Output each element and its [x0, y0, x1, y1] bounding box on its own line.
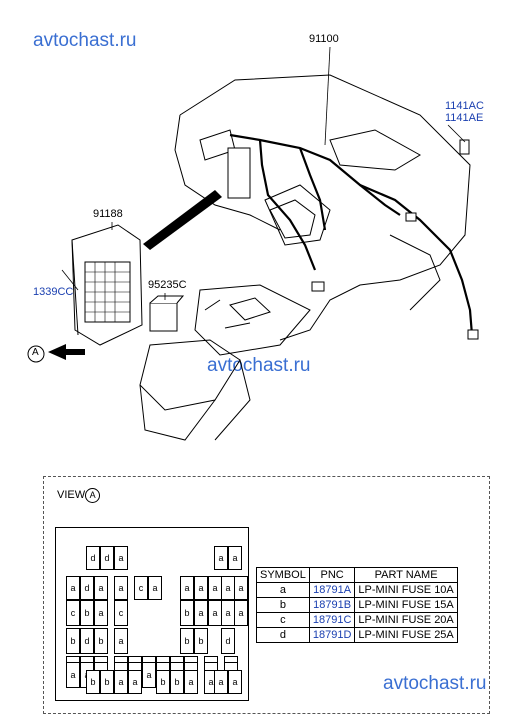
header-part-name: PART NAME [354, 567, 458, 583]
fuse-slot: a [214, 546, 228, 570]
main-harness-label: 91100 [309, 33, 339, 45]
fuse-slot: a [94, 576, 108, 600]
fuse-slot: a [228, 670, 242, 694]
fuse-slot: c [134, 576, 148, 600]
cell-pnc[interactable]: 18791B [308, 597, 356, 613]
view-marker-circle: A [85, 488, 101, 503]
junction-box-label: 91188 [93, 208, 123, 220]
header-pnc: PNC [308, 567, 356, 583]
fuse-slot: d [80, 628, 94, 654]
fuse-slot: a [221, 576, 235, 600]
cell-part-name: LP-MINI FUSE 15A [354, 597, 458, 613]
fuse-slot: a [114, 628, 128, 654]
fuse-slot: b [194, 628, 208, 654]
dashboard-harness-drawing [27, 46, 479, 441]
fuse-slot: b [156, 670, 170, 694]
fuse-slot: a [66, 662, 80, 688]
fuse-slot: b [80, 600, 94, 626]
cell-pnc[interactable]: 18791D [308, 627, 356, 643]
view-frame [43, 476, 490, 714]
fuse-slot: d [80, 576, 94, 600]
fuse-slot: a [208, 600, 222, 626]
fuse-slot: a [66, 576, 80, 600]
cell-symbol: c [256, 612, 310, 628]
table-row: b 18791B LP-MINI FUSE 15A [256, 597, 458, 613]
header-symbol: SYMBOL [256, 567, 310, 583]
fuse-slot: a [214, 670, 228, 694]
fuse-slot: a [148, 576, 162, 600]
fuse-slot: a [180, 576, 194, 600]
table-row: d 18791D LP-MINI FUSE 25A [256, 627, 458, 643]
fuse-slot: a [234, 576, 248, 600]
bolt-label-2: 1141AE [445, 112, 484, 124]
cell-part-name: LP-MINI FUSE 25A [354, 627, 458, 643]
fuse-slot: a [208, 576, 222, 600]
fuse-slot: a [194, 600, 208, 626]
fuse-slot: a [114, 670, 128, 694]
fuse-slot: b [180, 628, 194, 654]
view-title-text: VIEW [57, 489, 86, 501]
fuse-slot: d [86, 546, 100, 570]
view-marker-label: A [32, 347, 39, 358]
watermark: avtochast.ru [383, 673, 487, 694]
table-row: a 18791A LP-MINI FUSE 10A [256, 582, 458, 598]
fuse-slot: d [100, 546, 114, 570]
fuse-slot: b [180, 600, 194, 626]
fuse-box-layout: ddaaaadaacaaaaaacbacbaaaabdbabbdaaabaaaa… [55, 527, 249, 701]
watermark: avtochast.ru [33, 30, 137, 51]
fuse-slot: a [194, 576, 208, 600]
fuse-slot: b [94, 628, 108, 654]
cell-symbol: d [256, 627, 310, 643]
cell-symbol: a [256, 582, 310, 598]
table-header-row: SYMBOL PNC PART NAME [256, 567, 458, 583]
cell-pnc[interactable]: 18791A [308, 582, 356, 598]
fuse-slot: c [114, 600, 128, 626]
fuse-slot: a [184, 670, 198, 694]
cell-part-name: LP-MINI FUSE 20A [354, 612, 458, 628]
bolt-label-1: 1141AC [445, 100, 484, 112]
fuse-slot: a [94, 600, 108, 626]
fuse-slot: a [221, 600, 235, 626]
fuse-parts-table: SYMBOL PNC PART NAME a 18791A LP-MINI FU… [256, 567, 458, 643]
clip-label: 1339CC [33, 286, 74, 298]
fuse-slot: b [170, 670, 184, 694]
cell-symbol: b [256, 597, 310, 613]
fuse-slot: c [66, 600, 80, 626]
cell-part-name: LP-MINI FUSE 10A [354, 582, 458, 598]
fuse-slot: b [100, 670, 114, 694]
relay-label: 95235C [148, 279, 187, 291]
fuse-slot: a [114, 576, 128, 600]
cell-pnc[interactable]: 18791C [308, 612, 356, 628]
fuse-slot: d [221, 628, 235, 654]
fuse-slot: a [228, 546, 242, 570]
fuse-slot: a [114, 546, 128, 570]
fuse-slot: a [128, 670, 142, 694]
table-row: c 18791C LP-MINI FUSE 20A [256, 612, 458, 628]
fuse-slot: a [142, 662, 156, 688]
fuse-slot: a [234, 600, 248, 626]
fuse-slot: b [66, 628, 80, 654]
fuse-slot: b [86, 670, 100, 694]
